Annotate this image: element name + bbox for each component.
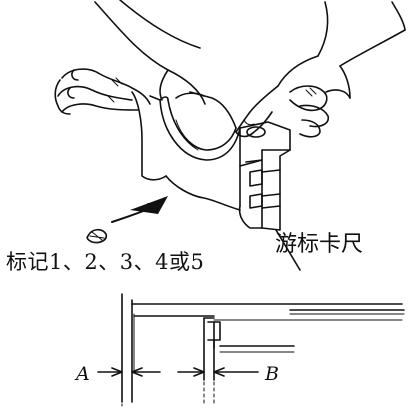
mark-label: 标记1、2、3、4或5 xyxy=(6,250,205,274)
right-hand-drawing xyxy=(235,1,406,138)
caliper-callout-line xyxy=(275,229,301,271)
caliper-section-drawing xyxy=(97,293,405,407)
dimension-a-label: A xyxy=(76,363,90,385)
dimension-b-label: B xyxy=(265,363,279,385)
mark-pointer xyxy=(86,196,168,244)
left-hand-drawing xyxy=(54,0,206,115)
bearing-cap-drawing xyxy=(131,91,291,231)
caliper-label: 游标卡尺 xyxy=(275,232,364,257)
